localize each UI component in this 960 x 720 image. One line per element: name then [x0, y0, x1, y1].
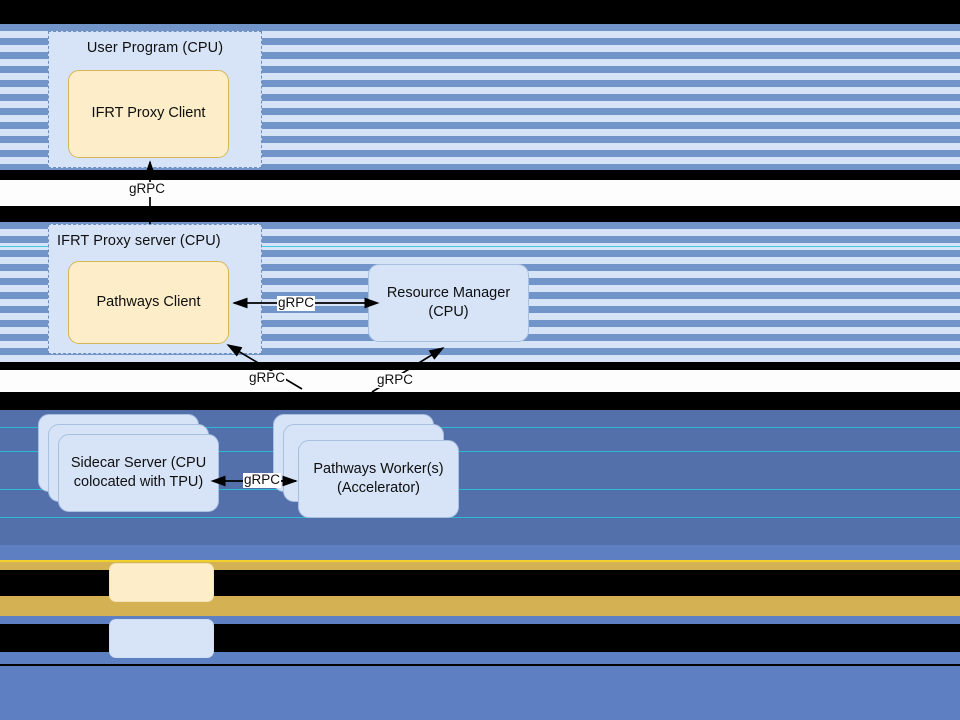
- bg-band-black: [0, 664, 960, 666]
- node-resource-manager-label-line2: (CPU): [428, 304, 469, 320]
- node-resource-manager[interactable]: Resource Manager (CPU): [368, 264, 529, 342]
- bg-line-gold: [0, 560, 960, 562]
- node-pathways-client-label: Pathways Client: [96, 293, 201, 310]
- node-sidecar-server-label-line2: colocated with TPU): [73, 474, 204, 490]
- bg-band-black: [0, 392, 960, 410]
- edge-label-grpc-resourcemanager: gRPC: [277, 295, 316, 311]
- group-ifrt-proxy-server-label: IFRT Proxy server (CPU): [57, 233, 221, 249]
- legend-occlusion-bar: [0, 570, 109, 596]
- bg-line-cyan: [0, 451, 960, 452]
- edge-label-grpc-sidecar-workers: gRPC: [243, 472, 282, 488]
- bg-band-solid: [0, 652, 960, 664]
- legend-occlusion-bar: [0, 624, 109, 652]
- node-pathways-workers[interactable]: Pathways Worker(s) (Accelerator): [298, 440, 459, 518]
- edge-label-grpc-workers-rm: gRPC: [376, 372, 415, 388]
- legend-swatch-yellow: [109, 563, 214, 602]
- node-pathways-workers-label-line2: (Accelerator): [337, 480, 420, 496]
- node-pathways-client[interactable]: Pathways Client: [68, 261, 229, 344]
- node-pathways-workers-label-line1: Pathways Worker(s): [313, 460, 444, 477]
- group-user-program-label: User Program (CPU): [86, 40, 224, 56]
- node-ifrt-proxy-client[interactable]: IFRT Proxy Client: [68, 70, 229, 158]
- bg-line-cyan: [0, 246, 960, 247]
- bg-line-cyan: [0, 489, 960, 490]
- bg-band-black: [0, 0, 960, 24]
- node-ifrt-proxy-client-label: IFRT Proxy Client: [91, 105, 206, 122]
- node-sidecar-server-label-line1: Sidecar Server (CPU: [70, 454, 207, 471]
- node-resource-manager-label-line1: Resource Manager: [386, 284, 511, 301]
- legend-swatch-blue: [109, 619, 214, 658]
- node-sidecar-server[interactable]: Sidecar Server (CPU colocated with TPU): [58, 434, 219, 512]
- bg-band-white: [0, 370, 960, 392]
- bg-line-cyan: [0, 427, 960, 428]
- bg-band-black: [0, 170, 960, 180]
- bg-line-cyan: [0, 517, 960, 518]
- bg-band-black: [0, 206, 960, 222]
- legend-occlusion-bar: [252, 570, 960, 596]
- bg-band-black: [0, 362, 960, 370]
- legend-occlusion-bar: [266, 624, 960, 652]
- edge-label-grpc-proxy: gRPC: [128, 181, 167, 197]
- bg-band-gold: [0, 596, 960, 616]
- edge-label-grpc-sidecar-client: gRPC: [248, 370, 287, 386]
- bg-band-solid: [0, 545, 960, 560]
